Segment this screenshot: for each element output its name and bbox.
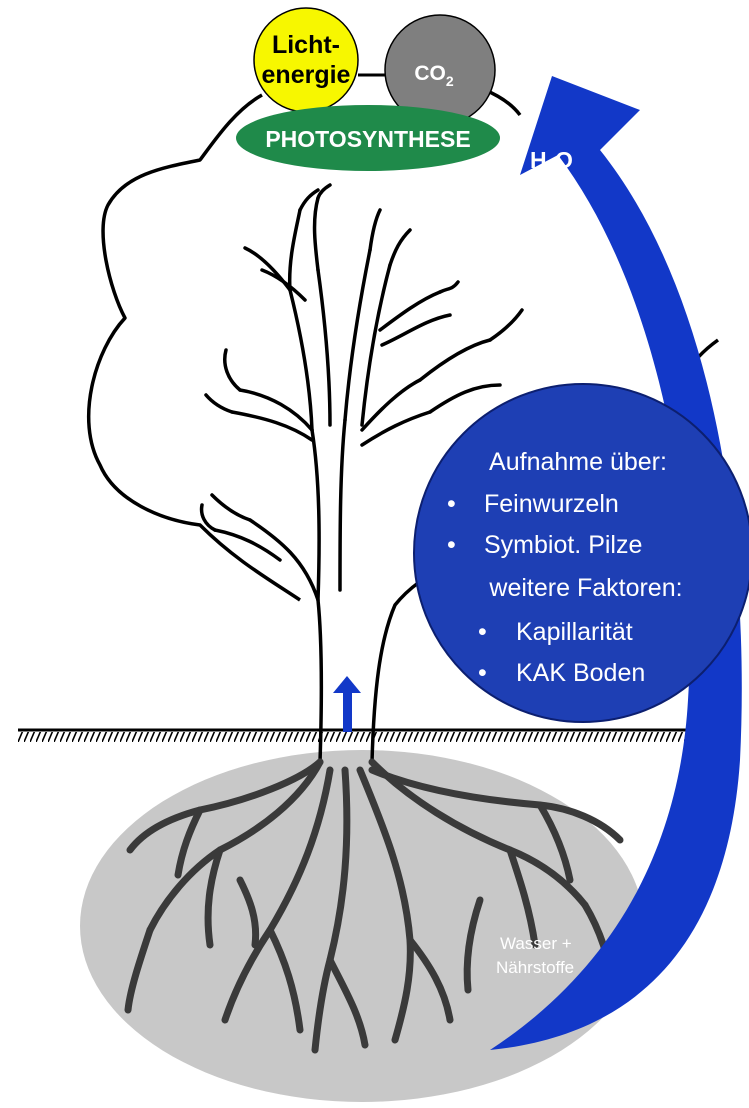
light-label-line2: energie — [262, 61, 351, 89]
uptake-item-feinwurzeln: Feinwurzeln — [484, 490, 619, 518]
ground-line — [18, 730, 715, 742]
uptake-bullet-1: • — [447, 490, 456, 518]
factors-title: weitere Faktoren: — [488, 574, 682, 602]
factor-item-kapillaritaet: Kapillarität — [516, 618, 633, 646]
uptake-info-circle: Aufnahme über: • Feinwurzeln • Symbiot. … — [414, 384, 749, 722]
soil-ellipse — [80, 750, 644, 1102]
factor-bullet-1: • — [478, 618, 487, 646]
uptake-item-pilze: Symbiot. Pilze — [484, 531, 642, 559]
uptake-title: Aufnahme über: — [489, 448, 667, 476]
water-label-line2: Nährstoffe — [496, 958, 574, 977]
uptake-bullet-2: • — [447, 531, 456, 559]
light-energy-circle: Licht- energie — [254, 8, 358, 112]
factor-item-kak: KAK Boden — [516, 659, 645, 687]
water-label-line1: Wasser + — [500, 934, 572, 953]
photosynthesis-ellipse: PHOTOSYNTHESE — [236, 105, 500, 171]
photosynthesis-label: PHOTOSYNTHESE — [265, 126, 470, 152]
stem-upward-arrow — [333, 676, 361, 732]
light-label-line1: Licht- — [272, 31, 340, 59]
factor-bullet-2: • — [478, 659, 487, 687]
